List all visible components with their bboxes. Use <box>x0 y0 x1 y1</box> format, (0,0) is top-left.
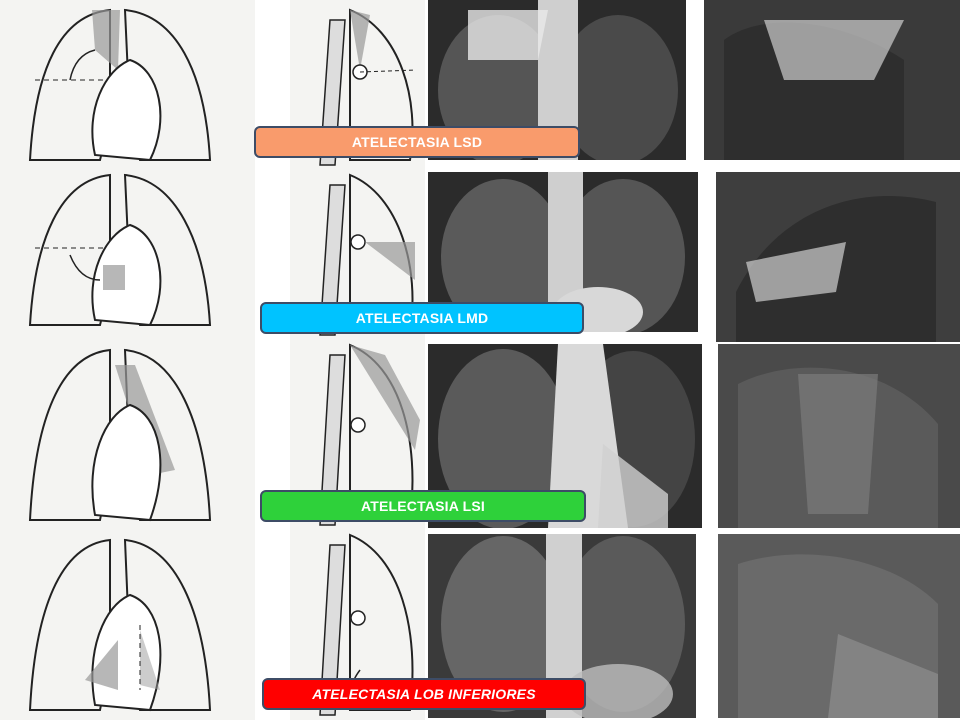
label-atelectasia-lsi: ATELECTASIA LSI <box>260 490 586 522</box>
row-lob-inferiores: ATELECTASIA LOB INFERIORES <box>0 530 960 720</box>
row-lsi: ATELECTASIA LSI <box>0 340 960 530</box>
label-atelectasia-lob-inferiores: ATELECTASIA LOB INFERIORES <box>262 678 586 710</box>
frontal-lung-diagram-lmd <box>0 170 255 340</box>
frontal-lung-diagram-lob <box>0 530 255 720</box>
xray-lateral-lsd <box>704 0 960 160</box>
label-atelectasia-lmd: ATELECTASIA LMD <box>260 302 584 334</box>
xray-frontal-lsd <box>428 0 686 160</box>
frontal-lung-diagram-lsd <box>0 0 255 170</box>
xray-lateral-lob <box>718 534 960 718</box>
xray-lateral-lmd <box>716 172 960 342</box>
label-atelectasia-lsd: ATELECTASIA LSD <box>254 126 580 158</box>
row-lsd: ATELECTASIA LSD <box>0 0 960 170</box>
row-lmd: ATELECTASIA LMD <box>0 170 960 342</box>
frontal-lung-diagram-lsi <box>0 340 255 530</box>
xray-lateral-lsi <box>718 344 960 528</box>
